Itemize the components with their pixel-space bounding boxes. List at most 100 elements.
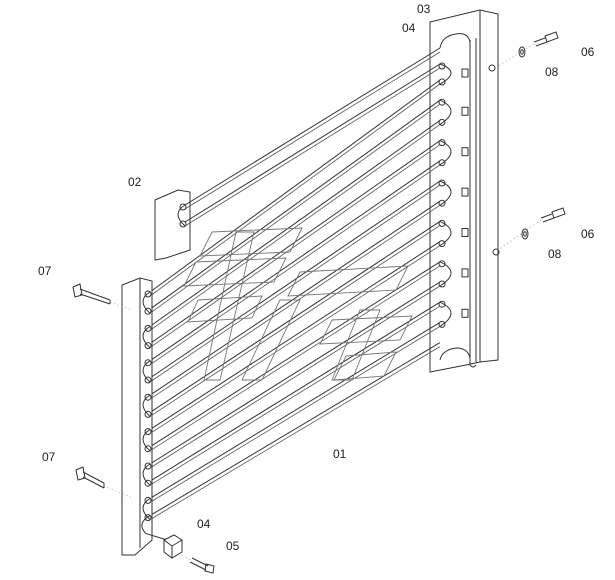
tube-fitting xyxy=(438,219,446,227)
tube-fitting xyxy=(144,307,152,315)
tube-fitting xyxy=(438,98,446,106)
outlet-bend xyxy=(439,347,471,361)
callout-02: 02 xyxy=(128,175,142,189)
callout-07-upper: 07 xyxy=(38,264,52,278)
washer-08-upper xyxy=(518,46,526,58)
tube-line xyxy=(149,119,441,327)
tube-fitting xyxy=(438,300,446,308)
fasteners xyxy=(72,31,566,574)
callout-06-lower: 06 xyxy=(581,227,595,241)
tube-line xyxy=(149,346,441,520)
tube-line xyxy=(184,67,441,227)
callout-06-upper: 06 xyxy=(581,45,595,59)
return-bend xyxy=(439,63,452,85)
tube-fitting xyxy=(144,462,152,470)
inlet-bend xyxy=(439,33,471,49)
screw-05 xyxy=(179,553,215,574)
tube-line xyxy=(149,241,441,431)
tube-fitting xyxy=(144,428,152,436)
bolt-07-upper xyxy=(72,283,133,311)
return-bend xyxy=(439,301,452,327)
tube-line xyxy=(149,301,441,482)
tube-clamp xyxy=(461,228,469,237)
tube-fitting xyxy=(144,496,152,504)
return-bend xyxy=(142,325,151,348)
right-return-bends xyxy=(438,33,471,361)
callout-03: 03 xyxy=(417,2,431,16)
tube-line xyxy=(149,265,441,452)
tube-fitting xyxy=(438,62,446,70)
return-bend xyxy=(439,261,452,287)
tube-line xyxy=(184,47,441,206)
return-bend xyxy=(142,360,151,383)
return-bend xyxy=(142,463,151,486)
return-bend xyxy=(142,394,151,417)
cooler-tubes xyxy=(149,47,441,520)
tube-line xyxy=(149,180,441,379)
right-mounting-plate xyxy=(429,9,500,373)
callout-04-bottom: 04 xyxy=(197,517,211,531)
tube-line xyxy=(184,63,441,223)
tube-fitting xyxy=(144,445,152,453)
return-bend xyxy=(439,140,452,166)
tube-line xyxy=(149,144,441,348)
tube-fitting xyxy=(438,199,446,207)
left-return-bends xyxy=(141,203,187,541)
tube-fitting xyxy=(179,203,187,211)
plate-hole-lower xyxy=(492,248,500,256)
return-bend xyxy=(439,180,452,206)
return-bend xyxy=(142,429,151,452)
tube-fitting xyxy=(144,359,152,367)
bolt-07-lower xyxy=(75,466,133,499)
tube-fitting xyxy=(144,376,152,384)
callout-07-lower: 07 xyxy=(42,450,56,464)
return-bend xyxy=(439,99,452,125)
tube-line xyxy=(149,83,441,297)
bolt-06-upper xyxy=(497,31,559,67)
tube-line xyxy=(149,261,441,448)
tube-fitting xyxy=(144,342,152,350)
clamp-04-bottom xyxy=(163,534,183,559)
return-bend xyxy=(142,497,151,520)
tube-line xyxy=(149,305,441,486)
end-bend xyxy=(141,515,167,541)
tube-fitting xyxy=(144,393,152,401)
tube-fitting xyxy=(438,320,446,328)
tube-line xyxy=(149,225,441,417)
tube-fitting xyxy=(144,514,152,522)
tube-fitting xyxy=(438,159,446,167)
tube-fitting xyxy=(438,260,446,268)
tube-line xyxy=(149,321,441,499)
right-header-pipes xyxy=(469,38,477,368)
tube-line xyxy=(149,326,441,503)
tube-fitting xyxy=(144,324,152,332)
tube-line xyxy=(149,220,441,413)
tube-line xyxy=(149,245,441,434)
tube-line xyxy=(184,51,441,210)
tube-line xyxy=(149,342,441,517)
tube-fitting xyxy=(438,240,446,248)
tube-clamp xyxy=(461,308,469,318)
tube-line xyxy=(149,124,441,331)
callout-01: 01 xyxy=(333,447,347,461)
tube-fitting xyxy=(438,139,446,147)
plate-hole-upper xyxy=(488,64,496,72)
tube-line xyxy=(149,281,441,465)
watermark-logo xyxy=(183,227,413,381)
return-bend xyxy=(142,291,151,314)
tube-line xyxy=(149,285,441,469)
tube-line xyxy=(149,200,441,396)
tube-fitting xyxy=(438,78,446,86)
tube-fitting xyxy=(438,179,446,187)
left-mounting-plate xyxy=(121,277,153,556)
tube-line xyxy=(149,99,441,310)
tube-fitting xyxy=(438,118,446,126)
tube-fitting xyxy=(438,280,446,288)
return-bend xyxy=(177,204,186,227)
tube-clamp xyxy=(461,68,469,78)
tube-clamp xyxy=(461,187,469,197)
washer-08-lower xyxy=(521,228,529,240)
tube-fitting xyxy=(144,479,152,487)
tube-line xyxy=(149,160,441,362)
